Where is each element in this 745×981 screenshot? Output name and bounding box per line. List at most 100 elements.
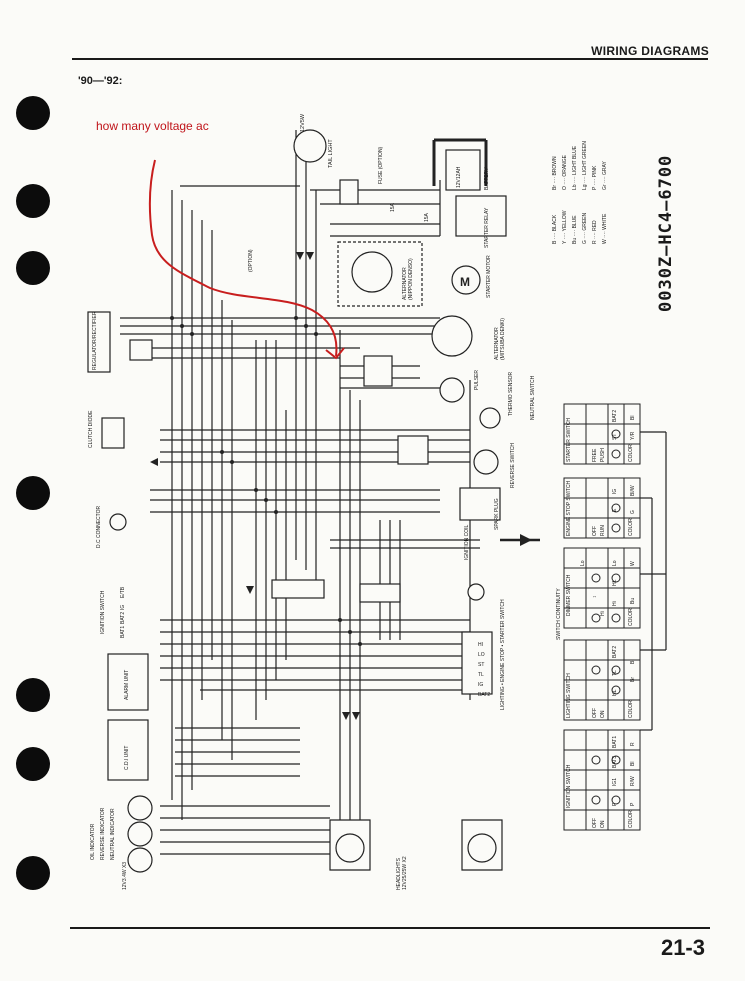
dimmer-row-lo: Lo [580, 560, 586, 566]
hb-terminal-st: ST [478, 662, 485, 668]
lighting-header-color: COLOR [628, 700, 634, 718]
regulator-label: REGULATOR/RECTIFIER [92, 311, 98, 370]
option-label: (OPTION) [248, 249, 254, 273]
tail-light-rating: 12V5W [300, 113, 306, 132]
thermo-sensor-label: THERMO SENSOR [508, 371, 514, 416]
ign-terminal-ig: IG [120, 604, 126, 610]
hb-terminal-tl: TL [478, 672, 484, 678]
lighting-header-bat2: BAT2 [612, 645, 618, 658]
clutch-diode-label: CLUTCH DIODE [88, 410, 94, 448]
fuse-rating-2: 15A [424, 213, 430, 222]
starter-switch-header-st: ST [612, 433, 618, 440]
lighting-switch-title: LIGHTING SWITCH [566, 673, 572, 718]
binder-hole-icon [16, 856, 50, 890]
ignition-table-header-ig1: IG1 [612, 777, 618, 786]
engine-stop-header-color: COLOR [628, 518, 634, 536]
annotation-arrow [148, 159, 338, 357]
starter-switch-header-color: COLOR [628, 444, 634, 462]
starter-relay-label: STARTER RELAY [484, 207, 490, 248]
section-title: WIRING DIAGRAMS [591, 44, 709, 58]
alarm-unit-label: ALARM UNIT [124, 669, 130, 700]
hb-terminal-hi: HI [478, 642, 483, 648]
alternator-nd-label: ALTERNATOR(NIPPON DENSO) [402, 258, 414, 300]
binder-hole-icon [16, 251, 50, 285]
annotation-question: how many voltage ac [96, 119, 209, 133]
switch-group-label: SWITCH CONTINUITY [556, 588, 562, 640]
dimmer-header-hl: HL [612, 579, 618, 586]
oil-indicator-label: OIL INDICATOR [90, 823, 96, 860]
lighting-color-bl: Bl [630, 659, 636, 664]
ignition-table-row-on: ON [600, 820, 606, 829]
engine-stop-header-e: E [612, 508, 618, 512]
ign-terminal-etb: E/TB [120, 586, 126, 598]
engine-stop-color-g: G [630, 510, 636, 514]
lighting-header-tl: TL [612, 670, 618, 676]
dimmer-switch-title: DIMMER SWITCH [566, 574, 572, 616]
ignition-table-header-bat3: BAT3 [612, 755, 618, 768]
engine-stop-row-off: OFF [592, 526, 598, 536]
indicator-rating: 12V3.4W X3 [122, 861, 128, 890]
dc-connector-label: D.C CONNECTOR [96, 505, 102, 548]
handlebar-switch-label: LIGHTING • ENGINE STOP • STARTER SWITCH [500, 599, 506, 710]
lighting-color-br: Br [630, 677, 636, 682]
starter-motor-label: STARTER MOTOR [486, 255, 492, 298]
tail-light-label: TAIL LIGHT [328, 139, 334, 168]
battery-rating: 12V12AH [456, 166, 462, 188]
lighting-row-on: ON [600, 710, 606, 719]
ignition-table-color-rw: R/W [630, 776, 636, 786]
hb-terminal-bat2: BAT2 [478, 692, 491, 698]
starter-switch-row-free: FREE [592, 448, 598, 462]
binder-hole-icon [16, 476, 50, 510]
lighting-header-hl: HL [612, 689, 618, 696]
fuse-label: FUSE (OPTION) [378, 146, 384, 184]
ignition-table-row-off: OFF [592, 818, 598, 828]
dimmer-header-color: COLOR [628, 608, 634, 626]
ignition-table-color-r: R [630, 742, 636, 746]
cdi-unit-label: C.D.I UNIT [124, 745, 130, 770]
engine-stop-header-ig: IG [612, 488, 618, 494]
binder-hole-icon [16, 96, 50, 130]
ignition-table-header-color: COLOR [628, 810, 634, 828]
lighting-row-off: OFF [592, 708, 598, 718]
dimmer-color-bu: Bu [630, 597, 636, 604]
ignition-switch-label: IGNITION SWITCH [100, 590, 106, 634]
header-rule [72, 58, 708, 60]
ignition-table-color-bl: Bl [630, 761, 636, 766]
neutral-indicator-label: NEUTRAL INDICATOR [110, 808, 116, 860]
spark-plug-label: SPARK PLUG [494, 498, 500, 530]
ign-terminal-bat2: BAT2 [120, 611, 126, 624]
binder-hole-icon [16, 184, 50, 218]
dimmer-row-mid: ↕ [592, 595, 598, 599]
starter-switch-color-bl: Bl [630, 415, 636, 420]
fuse-rating: 15A [390, 203, 396, 212]
dimmer-header-lo: Lo [612, 560, 618, 566]
engine-stop-switch-title: ENGINE STOP SWITCH [566, 480, 572, 536]
engine-stop-color-blw: Bl/W [630, 485, 636, 496]
starter-switch-row-push: PUSH [600, 448, 606, 462]
ignition-switch-table-title: IGNITION SWITCH [566, 764, 572, 808]
model-years: '90—'92: [78, 75, 123, 87]
neutral-switch-label: NEUTRAL SWITCH [530, 375, 536, 420]
footer-rule [70, 927, 710, 929]
dimmer-color-w: W [630, 561, 636, 566]
ign-terminal-bat1: BAT1 [120, 625, 126, 638]
pulser-label: PULSER [474, 369, 480, 390]
starter-switch-header-bat2: BAT2 [612, 409, 618, 422]
alternator-md-label: ALTERNATOR(MITSUBA DENKI) [494, 318, 506, 360]
ignition-table-header-p: P [612, 802, 618, 806]
ignition-coil-label: IGNITION COIL [464, 524, 470, 560]
engine-stop-row-run: RUN [600, 525, 606, 536]
ignition-table-header-bat1: BAT1 [612, 735, 618, 748]
binder-hole-icon [16, 678, 50, 712]
hb-terminal-lo: LO [478, 652, 485, 658]
starter-switch-title: STARTER SWITCH [566, 418, 572, 462]
dimmer-header-hi: Hi [612, 601, 618, 606]
ignition-table-color-p: P [630, 802, 636, 806]
page-number: 21-3 [660, 935, 705, 960]
hb-terminal-ig: IG [478, 682, 484, 688]
starter-switch-color-yr: Y/R [630, 431, 636, 440]
reverse-indicator-label: REVERSE INDICATOR [100, 807, 106, 860]
dimmer-row-hi: Hi [600, 611, 606, 616]
